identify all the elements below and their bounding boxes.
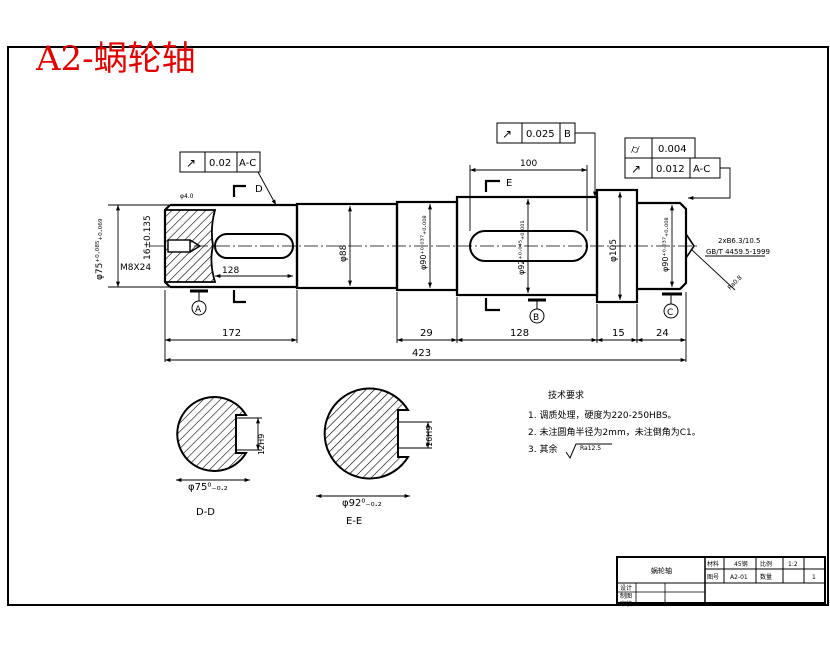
dim-172: 172 xyxy=(222,328,241,339)
dim-d88: φ88 xyxy=(339,244,349,262)
svg-text:制图: 制图 xyxy=(620,592,632,600)
dim-128: 128 xyxy=(510,328,529,339)
svg-text:16H9: 16H9 xyxy=(425,426,434,447)
left-keyway xyxy=(214,233,294,259)
dim-key-right-len: 100 xyxy=(520,159,537,169)
section-view-d: 12H9 φ75⁰₋₀.₂ D-D xyxy=(176,396,266,518)
dim-key-depth: 16±0.135 xyxy=(143,215,153,260)
section-letter-d: D xyxy=(255,184,263,195)
section-cut-d xyxy=(232,184,246,304)
svg-text:C: C xyxy=(667,308,673,318)
section-letter-e: E xyxy=(506,178,512,189)
runout-icon: ↗ xyxy=(186,156,196,170)
svg-text:B: B xyxy=(564,129,571,140)
svg-text:A-C: A-C xyxy=(693,164,710,175)
dim-key-top: φ4.0 xyxy=(180,193,194,200)
dim-key-left-len: 128 xyxy=(222,266,239,276)
section-label-e: E-E xyxy=(346,516,362,527)
svg-text:图号: 图号 xyxy=(707,574,719,581)
section-cut-e xyxy=(484,179,500,312)
technical-notes: 技术要求 1. 调质处理，硬度为220-250HBS。 2. 未注圆角半径为2m… xyxy=(528,389,701,460)
svg-text:0.004: 0.004 xyxy=(658,144,687,155)
svg-text:1: 1 xyxy=(812,574,816,581)
center-hole-spec: 2xB6.3/10.5 xyxy=(718,237,760,245)
section-label-d: D-D xyxy=(196,507,215,518)
svg-text:A-C: A-C xyxy=(239,158,256,169)
datum-b: B xyxy=(528,298,546,324)
gdt-frame-left: ↗ 0.02 A-C xyxy=(179,151,277,206)
svg-text:12H9: 12H9 xyxy=(257,434,266,455)
center-hole-std: GB/T 4459.5-1999 xyxy=(706,248,770,256)
svg-text:2. 未注圆角半径为2mm，未注倒角为C1。: 2. 未注圆角半径为2mm，未注倒角为C1。 xyxy=(528,426,701,438)
title-block xyxy=(616,556,826,604)
center-hole xyxy=(167,239,191,253)
svg-text:1:2: 1:2 xyxy=(788,561,798,568)
svg-text:审核: 审核 xyxy=(620,600,632,608)
dimension-lines xyxy=(108,165,687,363)
roughness-label: Ra0.8 xyxy=(726,274,743,291)
svg-text:A: A xyxy=(195,305,202,315)
drawing-border xyxy=(7,46,829,606)
svg-text:φ92⁰₋₀.₂: φ92⁰₋₀.₂ xyxy=(342,498,382,509)
svg-text:0.02: 0.02 xyxy=(209,158,231,169)
drawing-title: A2-蜗轮轴 xyxy=(35,39,196,79)
dim-24: 24 xyxy=(656,328,669,339)
svg-text:45钢: 45钢 xyxy=(734,560,748,568)
svg-text:0.025: 0.025 xyxy=(526,129,555,140)
dim-d105: φ105 xyxy=(609,239,619,262)
tb-part-name: 蜗轮轴 xyxy=(651,566,672,575)
dim-d90: φ90⁺⁰·⁰³⁷₊₀.₀₀₈ xyxy=(419,215,428,270)
svg-text:Ra12.5: Ra12.5 xyxy=(580,445,601,452)
svg-text:B: B xyxy=(533,313,539,323)
svg-text:0.012: 0.012 xyxy=(656,164,685,175)
svg-text:比例: 比例 xyxy=(760,560,772,568)
dim-d92: φ92⁺⁰·⁰⁴⁵₊₀.₀₀₁ xyxy=(517,220,526,275)
svg-text:设计: 设计 xyxy=(620,584,632,592)
dim-left-diameter: φ75⁺⁰·⁰⁸⁵₊₀.₀₆₉ xyxy=(95,218,105,280)
dim-thread: M8X24 xyxy=(120,263,151,273)
datum-c: C xyxy=(662,292,682,319)
datum-a: A xyxy=(190,289,208,316)
runout-icon: ↗ xyxy=(502,127,512,141)
dim-423: 423 xyxy=(412,348,431,359)
notes-heading: 技术要求 xyxy=(548,389,584,401)
roughness-symbol-icon xyxy=(565,443,612,460)
gdt-frame-middle: ↗ 0.025 B xyxy=(496,122,598,197)
section-view-e: 16H9 φ92⁰₋₀.₂ E-E xyxy=(316,387,434,527)
dim-29: 29 xyxy=(420,328,433,339)
svg-text:φ75⁰₋₀.₂: φ75⁰₋₀.₂ xyxy=(188,482,228,493)
gdt-frame-right: ⌭ 0.004 ↗ 0.012 A-C xyxy=(624,137,731,201)
svg-text:数量: 数量 xyxy=(760,573,772,581)
dim-d90-right: φ90⁺⁰·⁰³⁷₊₀.₀₀₈ xyxy=(661,217,670,272)
cylindricity-icon: ⌭ xyxy=(631,142,640,156)
svg-text:材料: 材料 xyxy=(707,560,719,568)
svg-text:3. 其余: 3. 其余 xyxy=(528,443,557,455)
runout-icon: ↗ xyxy=(631,162,641,176)
svg-text:A2-01: A2-01 xyxy=(730,574,748,581)
svg-text:1. 调质处理，硬度为220-250HBS。: 1. 调质处理，硬度为220-250HBS。 xyxy=(528,409,677,421)
dim-15: 15 xyxy=(612,328,625,339)
